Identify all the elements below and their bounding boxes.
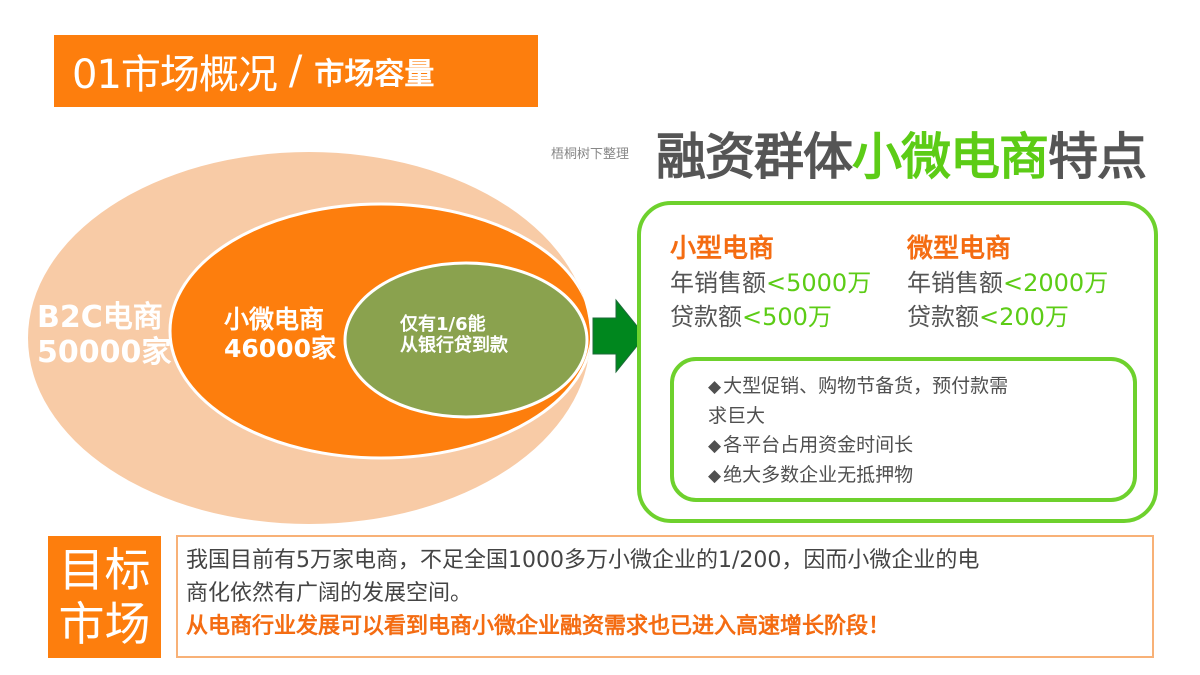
- note-emphasis: 从电商行业发展可以看到电商小微企业融资需求也已进入高速增长阶段！: [186, 614, 891, 639]
- list-item: ◆各平台占用资金时间长: [708, 431, 1108, 461]
- list-item: ◆绝大多数企业无抵押物: [708, 461, 1108, 491]
- micro-ecommerce-label: 小微电商 46000家: [224, 305, 336, 364]
- list-item: ◆大型促销、购物节备货，预付款需: [708, 372, 1108, 402]
- diamond-bullet-icon: ◆: [708, 436, 722, 456]
- title-suffix: 特点: [1048, 128, 1147, 186]
- micro-count: 46000家: [224, 333, 336, 363]
- characteristics-panel: [637, 201, 1158, 523]
- bullet-text: 求巨大: [708, 405, 766, 427]
- micro-sales-label: 年销售额: [907, 269, 1003, 297]
- small-loan-label: 贷款额: [670, 303, 742, 331]
- market-note: 我国目前有5万家电商，不足全国1000多万小微企业的1/200，因而小微企业的电…: [186, 544, 1146, 643]
- b2c-count: 50000家: [37, 334, 172, 370]
- bullet-text: 大型促销、购物节备货，预付款需: [723, 375, 1009, 397]
- pain-points-box: [670, 357, 1137, 502]
- small-loan-value: <500万: [742, 303, 832, 331]
- market-note-box: [176, 535, 1154, 658]
- pain-points-list: ◆大型促销、购物节备货，预付款需 求巨大 ◆各平台占用资金时间长 ◆绝大多数企业…: [708, 372, 1108, 491]
- micro-sales-row: 年销售额<2000万: [907, 266, 1108, 300]
- bank-loan-label: 仅有1/6能 从银行贷到款: [400, 314, 508, 356]
- micro-sales-value: <2000万: [1003, 269, 1109, 297]
- bullet-text: 各平台占用资金时间长: [723, 434, 914, 456]
- list-item-continuation: 求巨大: [708, 402, 1108, 431]
- section-title: 01市场概况: [72, 52, 278, 98]
- small-ecommerce-heading: 小型电商: [670, 234, 775, 264]
- micro-label-line1: 小微电商: [224, 305, 325, 334]
- bank-loan-ellipse: [343, 261, 589, 419]
- title-prefix: 融资群体: [656, 128, 853, 186]
- bullet-text: 绝大多数企业无抵押物: [723, 464, 914, 486]
- small-sales-label: 年销售额: [670, 269, 766, 297]
- diamond-bullet-icon: ◆: [708, 377, 722, 397]
- micro-loan-label: 贷款额: [907, 303, 979, 331]
- micro-loan-value: <200万: [979, 303, 1069, 331]
- b2c-label: B2C电商 50000家: [37, 300, 172, 370]
- title-highlight: 小微电商: [852, 128, 1049, 186]
- credit-text: 梧桐树下整理: [551, 147, 630, 162]
- small-sales-value: <5000万: [766, 269, 872, 297]
- bank-loan-line2: 从银行贷到款: [400, 334, 508, 356]
- section-subtitle: 市场容量: [314, 57, 435, 92]
- small-sales-row: 年销售额<5000万: [670, 266, 871, 300]
- b2c-label-line1: B2C电商: [37, 300, 163, 335]
- bank-loan-line1: 仅有1/6能: [400, 314, 486, 335]
- micro-ecommerce-heading: 微型电商: [907, 234, 1012, 264]
- section-header: 01市场概况 / 市场容量: [54, 35, 538, 107]
- header-separator: /: [288, 48, 303, 94]
- target-line2: 市场: [58, 597, 151, 651]
- arrow-right-icon: [592, 298, 646, 374]
- slide-title: 融资群体小微电商特点: [656, 117, 1147, 189]
- micro-ecommerce-column: 微型电商 年销售额<2000万 贷款额<200万: [907, 232, 1108, 334]
- note-line2: 商化依然有广阔的发展空间。: [186, 581, 473, 606]
- target-line1: 目标: [58, 543, 151, 597]
- market-ellipse-diagram: [28, 152, 646, 524]
- small-loan-row: 贷款额<500万: [670, 300, 871, 334]
- diamond-bullet-icon: ◆: [708, 466, 722, 486]
- target-market-badge: 目标 市场: [48, 536, 161, 658]
- note-line1: 我国目前有5万家电商，不足全国1000多万小微企业的1/200，因而小微企业的电: [186, 548, 980, 573]
- micro-loan-row: 贷款额<200万: [907, 300, 1108, 334]
- small-ecommerce-column: 小型电商 年销售额<5000万 贷款额<500万: [670, 232, 871, 334]
